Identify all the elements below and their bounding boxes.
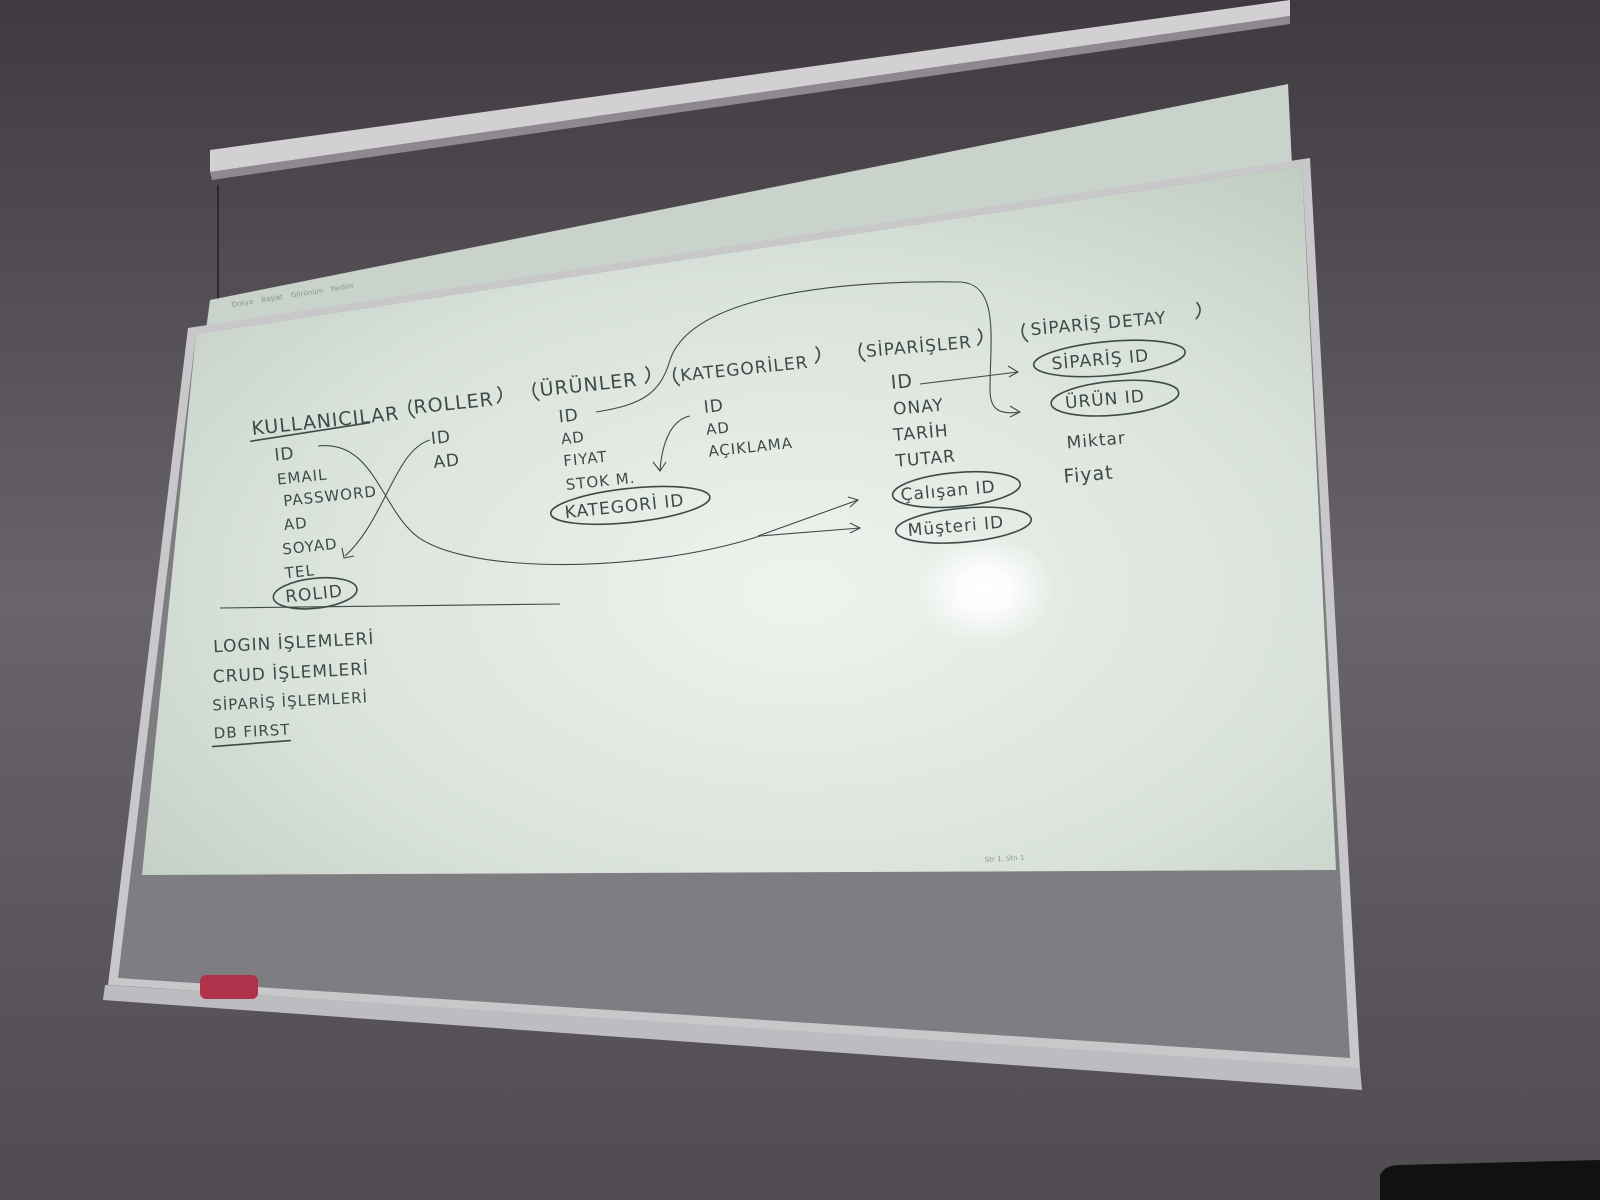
projected-image: [142, 166, 1336, 875]
projector-screen: [206, 84, 1292, 330]
dark-object: [1380, 1160, 1600, 1200]
menu-item-1: Dosya: [231, 298, 254, 309]
field: ID: [430, 427, 452, 449]
field: ID: [890, 370, 914, 394]
eraser: [200, 975, 258, 999]
field: ONAY: [892, 395, 944, 419]
marker-tray: [103, 985, 1362, 1090]
field: AD: [432, 450, 461, 473]
relationship-lines: [219, 281, 1022, 609]
field: ID: [558, 405, 580, 427]
field: AD: [560, 428, 586, 448]
field: FIYAT: [562, 448, 608, 471]
projector-status: Str 1, Stn 1: [985, 854, 1025, 864]
menu-item-4: Yardım: [329, 282, 355, 294]
table-roller: ROLLER ID AD: [408, 386, 502, 473]
projector-hotspot: [915, 535, 1055, 645]
field: EMAIL: [276, 465, 328, 488]
field: AD: [283, 514, 309, 534]
field: ID: [274, 444, 296, 466]
field: Fiyat: [1063, 462, 1115, 488]
menu-item-2: Başlat: [261, 293, 284, 304]
field: TARİH: [892, 420, 950, 446]
field: AD: [705, 418, 731, 438]
note: DB FIRST: [213, 721, 291, 743]
field: ID: [703, 396, 725, 418]
field: SOYAD: [281, 535, 338, 559]
field: TEL: [283, 561, 316, 582]
